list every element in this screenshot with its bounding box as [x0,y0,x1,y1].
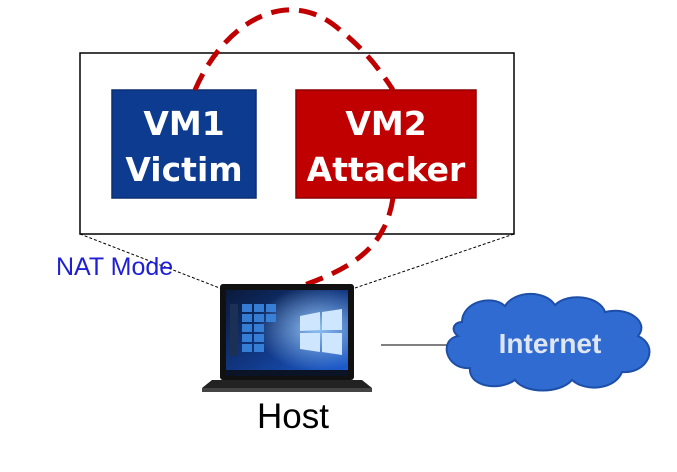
projection-line-right [354,233,515,289]
vm1-name: VM1 [143,104,224,143]
host-label: Host [257,397,329,436]
vm1-role: Victim [125,150,242,189]
internet-cloud-icon: Internet [445,292,651,392]
internet-label: Internet [499,328,602,359]
vm2-role: Attacker [307,150,466,189]
vm2-box: VM2 Attacker [295,89,477,199]
laptop-icon [202,284,372,392]
vm2-name: VM2 [345,104,426,143]
nat-mode-label: NAT Mode [56,253,173,281]
vm1-box: VM1 Victim [111,89,257,199]
projection-line-left [79,233,231,293]
vm-connection-arc [192,7,396,92]
vm2-to-host-link [289,197,396,293]
